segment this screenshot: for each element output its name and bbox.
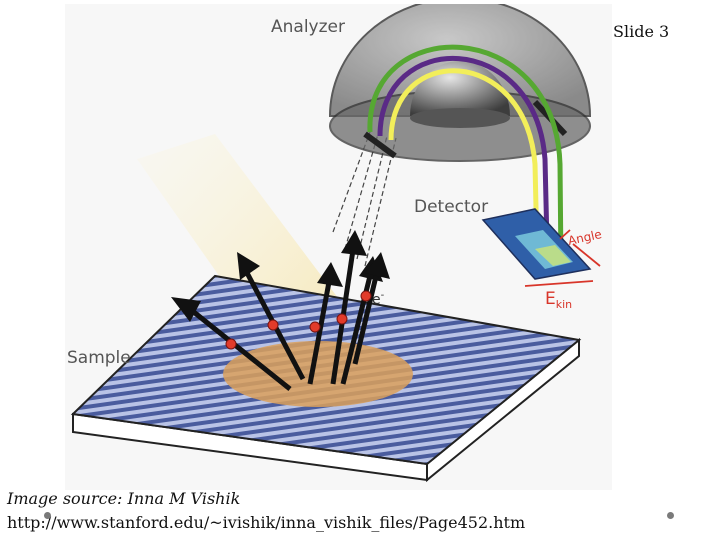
analyzer-dome [328,4,592,162]
slide-number: Slide 3 [613,22,670,41]
electron-label: e- [372,290,385,308]
sample-block [70,274,582,483]
detector-screen [481,208,592,280]
detector-label: Detector [414,197,488,217]
arpes-diagram: Analyzer Detector Sample Angle Ekin e- [65,4,612,490]
electron-symbol: e [372,292,381,308]
decorative-dot-left [44,512,51,519]
sample-label: Sample [67,348,131,368]
illuminated-spot [223,341,413,407]
image-source-url: http://www.stanford.edu/~ivishik/inna_vi… [7,513,526,532]
electron-trajectories [367,44,564,267]
ekin-main: E [545,289,556,309]
image-source-caption: Image source: Inna M Vishik [7,489,241,508]
analyzer-label: Analyzer [271,17,345,37]
detector-axis-arrows [524,229,601,287]
ekin-subscript: kin [556,298,572,311]
electron-markers [225,290,372,350]
decorative-dot-right [667,512,674,519]
electron-superscript: - [381,290,385,301]
ekin-label: Ekin [545,289,572,311]
angle-label: Angle [567,227,603,248]
